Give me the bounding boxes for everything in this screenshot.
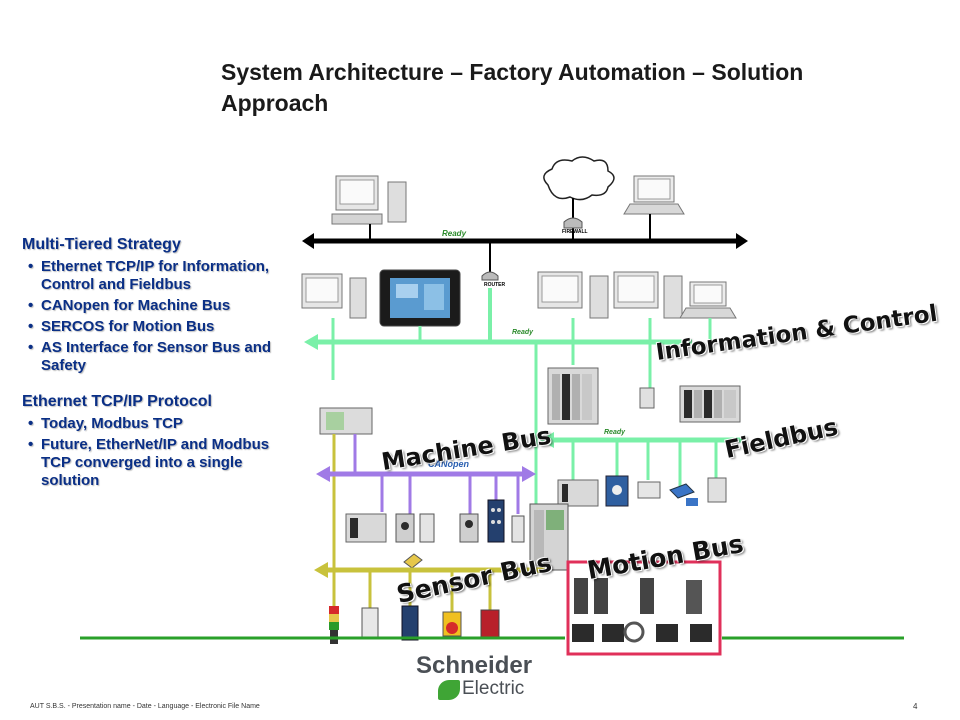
io-module-icon	[511, 515, 525, 543]
io-module-icon	[419, 513, 435, 543]
io-block-icon	[401, 605, 419, 641]
section-heading-strategy: Multi-Tiered Strategy	[22, 236, 181, 253]
desktop-computer-icon	[331, 175, 407, 225]
page-number: 4	[913, 702, 918, 711]
io-module-icon	[637, 481, 661, 499]
machine-controller-icon	[319, 407, 373, 435]
list-item: Future, EtherNet/IP and Modbus TCP conve…	[22, 436, 292, 490]
ready-label: Ready	[512, 329, 534, 336]
list-item: SERCOS for Motion Bus	[22, 318, 292, 336]
servo-motor-icon	[572, 621, 712, 643]
arrow-right-icon	[736, 233, 748, 249]
router-label: ROUTER	[484, 282, 506, 288]
servo-drive-icon	[574, 578, 702, 614]
schneider-electric-logo: Schneider Electric	[414, 652, 554, 704]
laptop-icon	[623, 175, 685, 215]
laptop-icon	[679, 281, 737, 319]
protocol-bullet-list: Today, Modbus TCP Future, EtherNet/IP an…	[22, 415, 292, 490]
router-icon: ROUTER	[481, 241, 506, 342]
io-module-icon	[639, 387, 655, 409]
firewall-icon: FIREWALL	[562, 217, 588, 235]
distributed-io-icon	[487, 499, 505, 543]
arrow-left-icon	[540, 432, 554, 448]
io-module-icon	[707, 477, 727, 503]
plc-rack-icon	[547, 367, 599, 425]
logo-bottom-text: Electric	[462, 678, 525, 699]
arrow-left-icon	[316, 466, 330, 482]
drive-module-icon	[557, 479, 599, 507]
variable-speed-drive-icon	[605, 475, 629, 507]
sensor-icon	[403, 553, 423, 569]
logo-top-text: Schneider	[416, 652, 533, 679]
emergency-stop-icon	[442, 611, 462, 637]
arrow-left-icon	[314, 562, 328, 578]
internet-cloud-icon	[543, 156, 615, 201]
logo-mark-icon	[438, 680, 460, 700]
list-item: Today, Modbus TCP	[22, 415, 292, 433]
gateway-icon	[669, 483, 698, 506]
left-text-panel: Multi-Tiered Strategy Ethernet TCP/IP fo…	[22, 236, 292, 508]
ready-label: Ready	[604, 429, 626, 436]
arrow-left-icon	[304, 334, 318, 350]
desktop-computer-icon	[537, 271, 609, 319]
ready-label: Ready	[442, 229, 467, 238]
firewall-label: FIREWALL	[562, 229, 588, 235]
list-item: CANopen for Machine Bus	[22, 297, 292, 315]
slide-title: System Architecture – Factory Automation…	[221, 59, 804, 116]
arrow-right-icon	[522, 466, 536, 482]
footer-text: AUT S.B.S. - Presentation name - Date - …	[30, 703, 260, 710]
hmi-touch-panel-icon	[379, 269, 461, 327]
motor-starter-icon	[459, 513, 479, 543]
safety-module-icon	[361, 607, 379, 639]
motion-controller-icon	[529, 503, 569, 571]
desktop-computer-icon	[613, 271, 683, 319]
canopen-label: CANopen	[428, 459, 469, 469]
io-module-icon	[345, 513, 387, 543]
desktop-computer-icon	[301, 273, 367, 319]
plc-rack-icon	[679, 385, 741, 423]
safety-relay-icon	[480, 609, 500, 639]
list-item: Ethernet TCP/IP for Information, Control…	[22, 258, 292, 294]
section-heading-protocol: Ethernet TCP/IP Protocol	[22, 393, 212, 410]
list-item: AS Interface for Sensor Bus and Safety	[22, 339, 292, 375]
variable-speed-drive-icon	[395, 513, 415, 543]
strategy-bullet-list: Ethernet TCP/IP for Information, Control…	[22, 258, 292, 375]
motion-bus-loop	[566, 560, 722, 656]
arrow-left-icon	[302, 233, 314, 249]
